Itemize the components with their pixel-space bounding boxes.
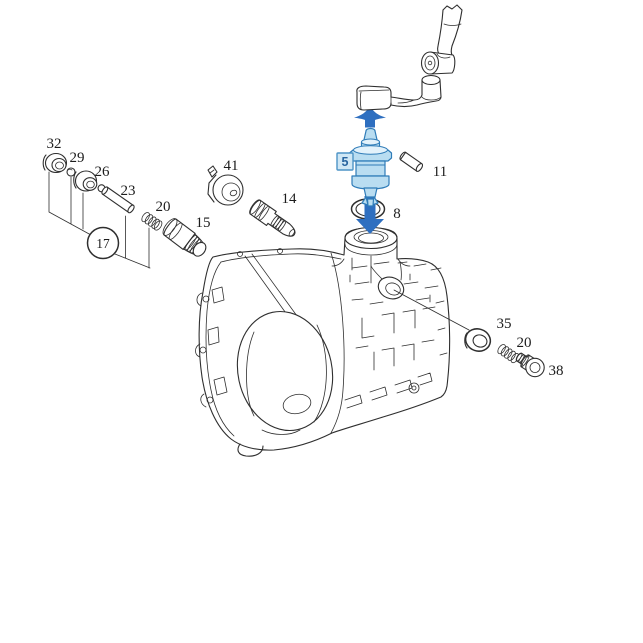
part-5-shift-shaft-highlighted[interactable] [348, 127, 393, 207]
install-arrow-up [354, 106, 386, 128]
part-15-detent-plug[interactable] [160, 216, 210, 260]
part-41-label[interactable]: 41 [224, 158, 239, 174]
part-23-label[interactable]: 23 [121, 183, 136, 199]
shift-lever-arm [356, 74, 442, 111]
part-26-label[interactable]: 26 [95, 164, 111, 180]
part-20-right-label[interactable]: 20 [517, 335, 532, 351]
part-20-spring-left[interactable] [140, 211, 163, 231]
part-32-label[interactable]: 32 [47, 136, 62, 152]
install-arrow-down [356, 196, 384, 234]
part-20-left-label[interactable]: 20 [156, 199, 171, 215]
part-20-spring-right[interactable] [496, 343, 520, 364]
part-14-switch[interactable] [248, 198, 300, 241]
gearbox-housing [195, 226, 451, 457]
bell-opening [236, 310, 334, 432]
part-38-plug-bolt[interactable] [514, 350, 545, 378]
housing-casting-details [344, 261, 448, 409]
part-11-label[interactable]: 11 [433, 164, 447, 180]
part-29-ball[interactable] [66, 167, 76, 177]
housing-outline [198, 227, 451, 451]
part-35-seal-ring[interactable] [463, 326, 494, 355]
part-41-switch[interactable] [207, 165, 244, 206]
part-5-callout[interactable]: 5 [336, 152, 354, 171]
group-17-callout-lines [48, 171, 151, 269]
part-23-pin[interactable] [96, 183, 135, 214]
part-38-label[interactable]: 38 [549, 363, 564, 379]
group-17-label[interactable]: 17 [96, 236, 110, 251]
part-5-label[interactable]: 5 [342, 155, 349, 169]
group-17-callout-circle[interactable]: 17 [86, 226, 120, 260]
part-14-label[interactable]: 14 [282, 191, 298, 207]
part-35-label[interactable]: 35 [497, 316, 512, 332]
part-32-bushing[interactable] [42, 152, 68, 174]
leader-line-35 [393, 289, 470, 331]
part-15-label[interactable]: 15 [196, 215, 211, 231]
selector-lever-upper [420, 4, 463, 75]
selector-shaft-boss [370, 261, 405, 300]
part-11-pin[interactable] [399, 151, 424, 172]
part-26-bushing[interactable] [73, 170, 98, 192]
part-29-label[interactable]: 29 [70, 150, 85, 166]
part-8-label[interactable]: 8 [393, 206, 401, 222]
